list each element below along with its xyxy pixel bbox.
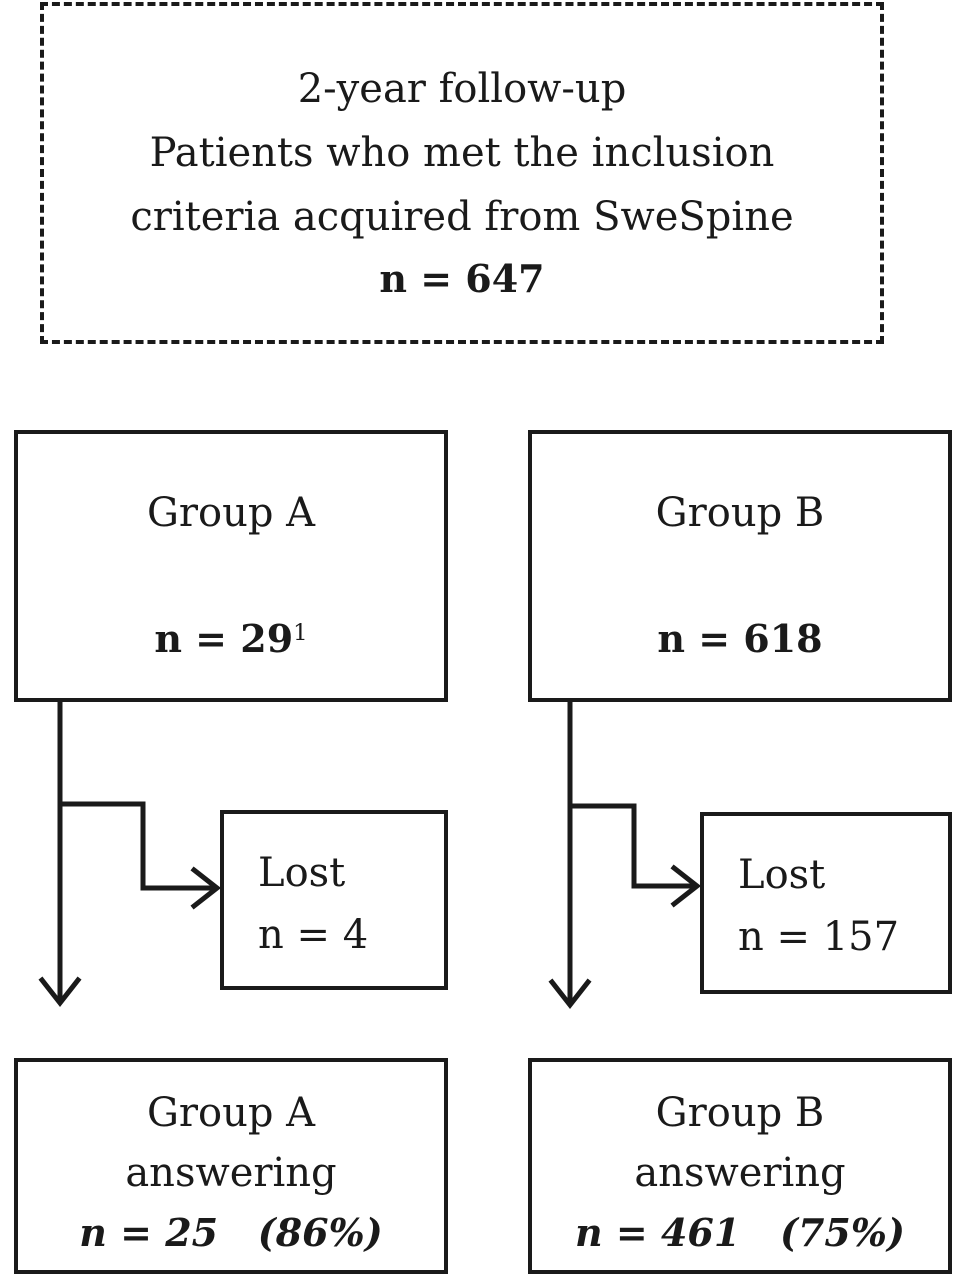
- group-a-lost-arrowhead: [190, 866, 222, 910]
- group-a-title: Group A: [146, 490, 316, 536]
- group-a-answering-count: n = 25 (86%): [79, 1210, 383, 1255]
- group-b-answering-count: n = 461 (75%): [575, 1210, 905, 1255]
- group-a-box: Group A n = 291: [14, 430, 448, 702]
- group-a-answering-box: Group A answering n = 25 (86%): [14, 1058, 448, 1274]
- group-a-footnote-mark: 1: [293, 620, 308, 646]
- group-b-box: Group B n = 618: [528, 430, 952, 702]
- group-a-answering-title: Group A: [146, 1090, 316, 1136]
- inclusion-criteria-line1: Patients who met the inclusion: [149, 130, 775, 176]
- lost-a-box: Lost n = 4: [220, 810, 448, 990]
- group-b-answering-title: Group B: [655, 1090, 825, 1136]
- total-count: n = 647: [379, 256, 545, 301]
- group-b-answering-label: answering: [634, 1150, 846, 1196]
- group-a-answering-label: answering: [125, 1150, 337, 1196]
- lost-a-label: Lost: [258, 850, 346, 896]
- group-a-count: n = 291: [154, 616, 308, 661]
- group-a-lost-connector: [57, 801, 217, 891]
- inclusion-criteria-line2: criteria acquired from SweSpine: [130, 194, 794, 240]
- lost-b-label: Lost: [738, 852, 826, 898]
- group-a-down-arrowhead: [38, 976, 82, 1008]
- lost-b-box: Lost n = 157: [700, 812, 952, 994]
- group-b-lost-connector: [567, 803, 697, 889]
- followup-label: 2-year follow-up: [297, 66, 627, 112]
- lost-b-count: n = 157: [738, 914, 900, 960]
- group-b-lost-arrowhead: [670, 864, 702, 908]
- group-b-answering-box: Group B answering n = 461 (75%): [528, 1058, 952, 1274]
- lost-a-count: n = 4: [258, 912, 369, 958]
- inclusion-box: 2-year follow-up Patients who met the in…: [40, 2, 884, 344]
- group-b-count: n = 618: [657, 616, 823, 661]
- group-b-down-arrowhead: [548, 978, 592, 1010]
- group-b-title: Group B: [655, 490, 825, 536]
